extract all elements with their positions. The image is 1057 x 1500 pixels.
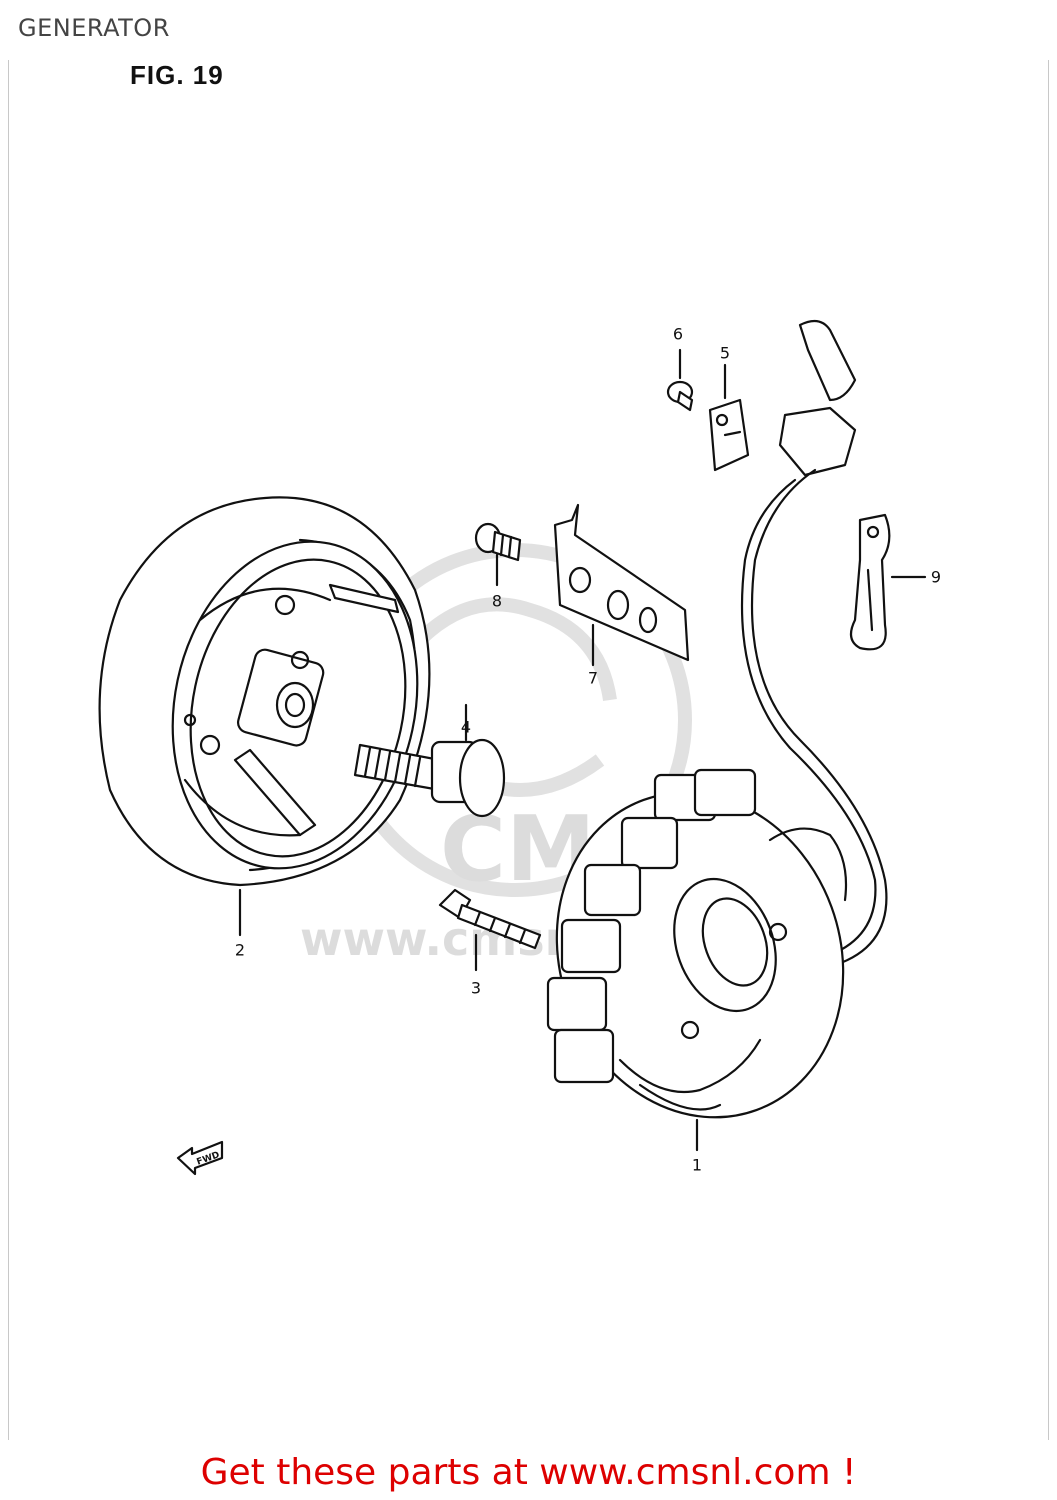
left-scan-edge xyxy=(8,60,9,1440)
callout-2: 2 xyxy=(234,940,246,960)
page-title: GENERATOR xyxy=(18,14,170,42)
part-2-rotor xyxy=(98,496,431,937)
right-scan-edge xyxy=(1048,60,1049,1440)
figure-number: FIG. 19 xyxy=(130,60,224,90)
part-8-bolt xyxy=(474,522,522,587)
part-3-screw xyxy=(438,888,542,972)
part-4-bolt xyxy=(353,703,506,818)
callout-5: 5 xyxy=(719,343,731,363)
part-6-nut xyxy=(666,348,694,412)
callout-7: 7 xyxy=(587,668,599,688)
callout-8: 8 xyxy=(491,591,503,611)
get-parts-link[interactable]: Get these parts at www.cmsnl.com ! xyxy=(200,1452,857,1493)
callout-1: 1 xyxy=(691,1155,703,1175)
part-1-stator xyxy=(546,319,888,1152)
callout-3: 3 xyxy=(470,978,482,998)
callout-6: 6 xyxy=(672,324,684,344)
part-5-clip xyxy=(708,363,750,472)
callout-4: 4 xyxy=(460,717,472,737)
fwd-arrow-icon xyxy=(176,1140,224,1176)
part-9-clamp xyxy=(849,513,927,651)
callout-9: 9 xyxy=(930,567,942,587)
part-7-plate xyxy=(553,503,690,667)
